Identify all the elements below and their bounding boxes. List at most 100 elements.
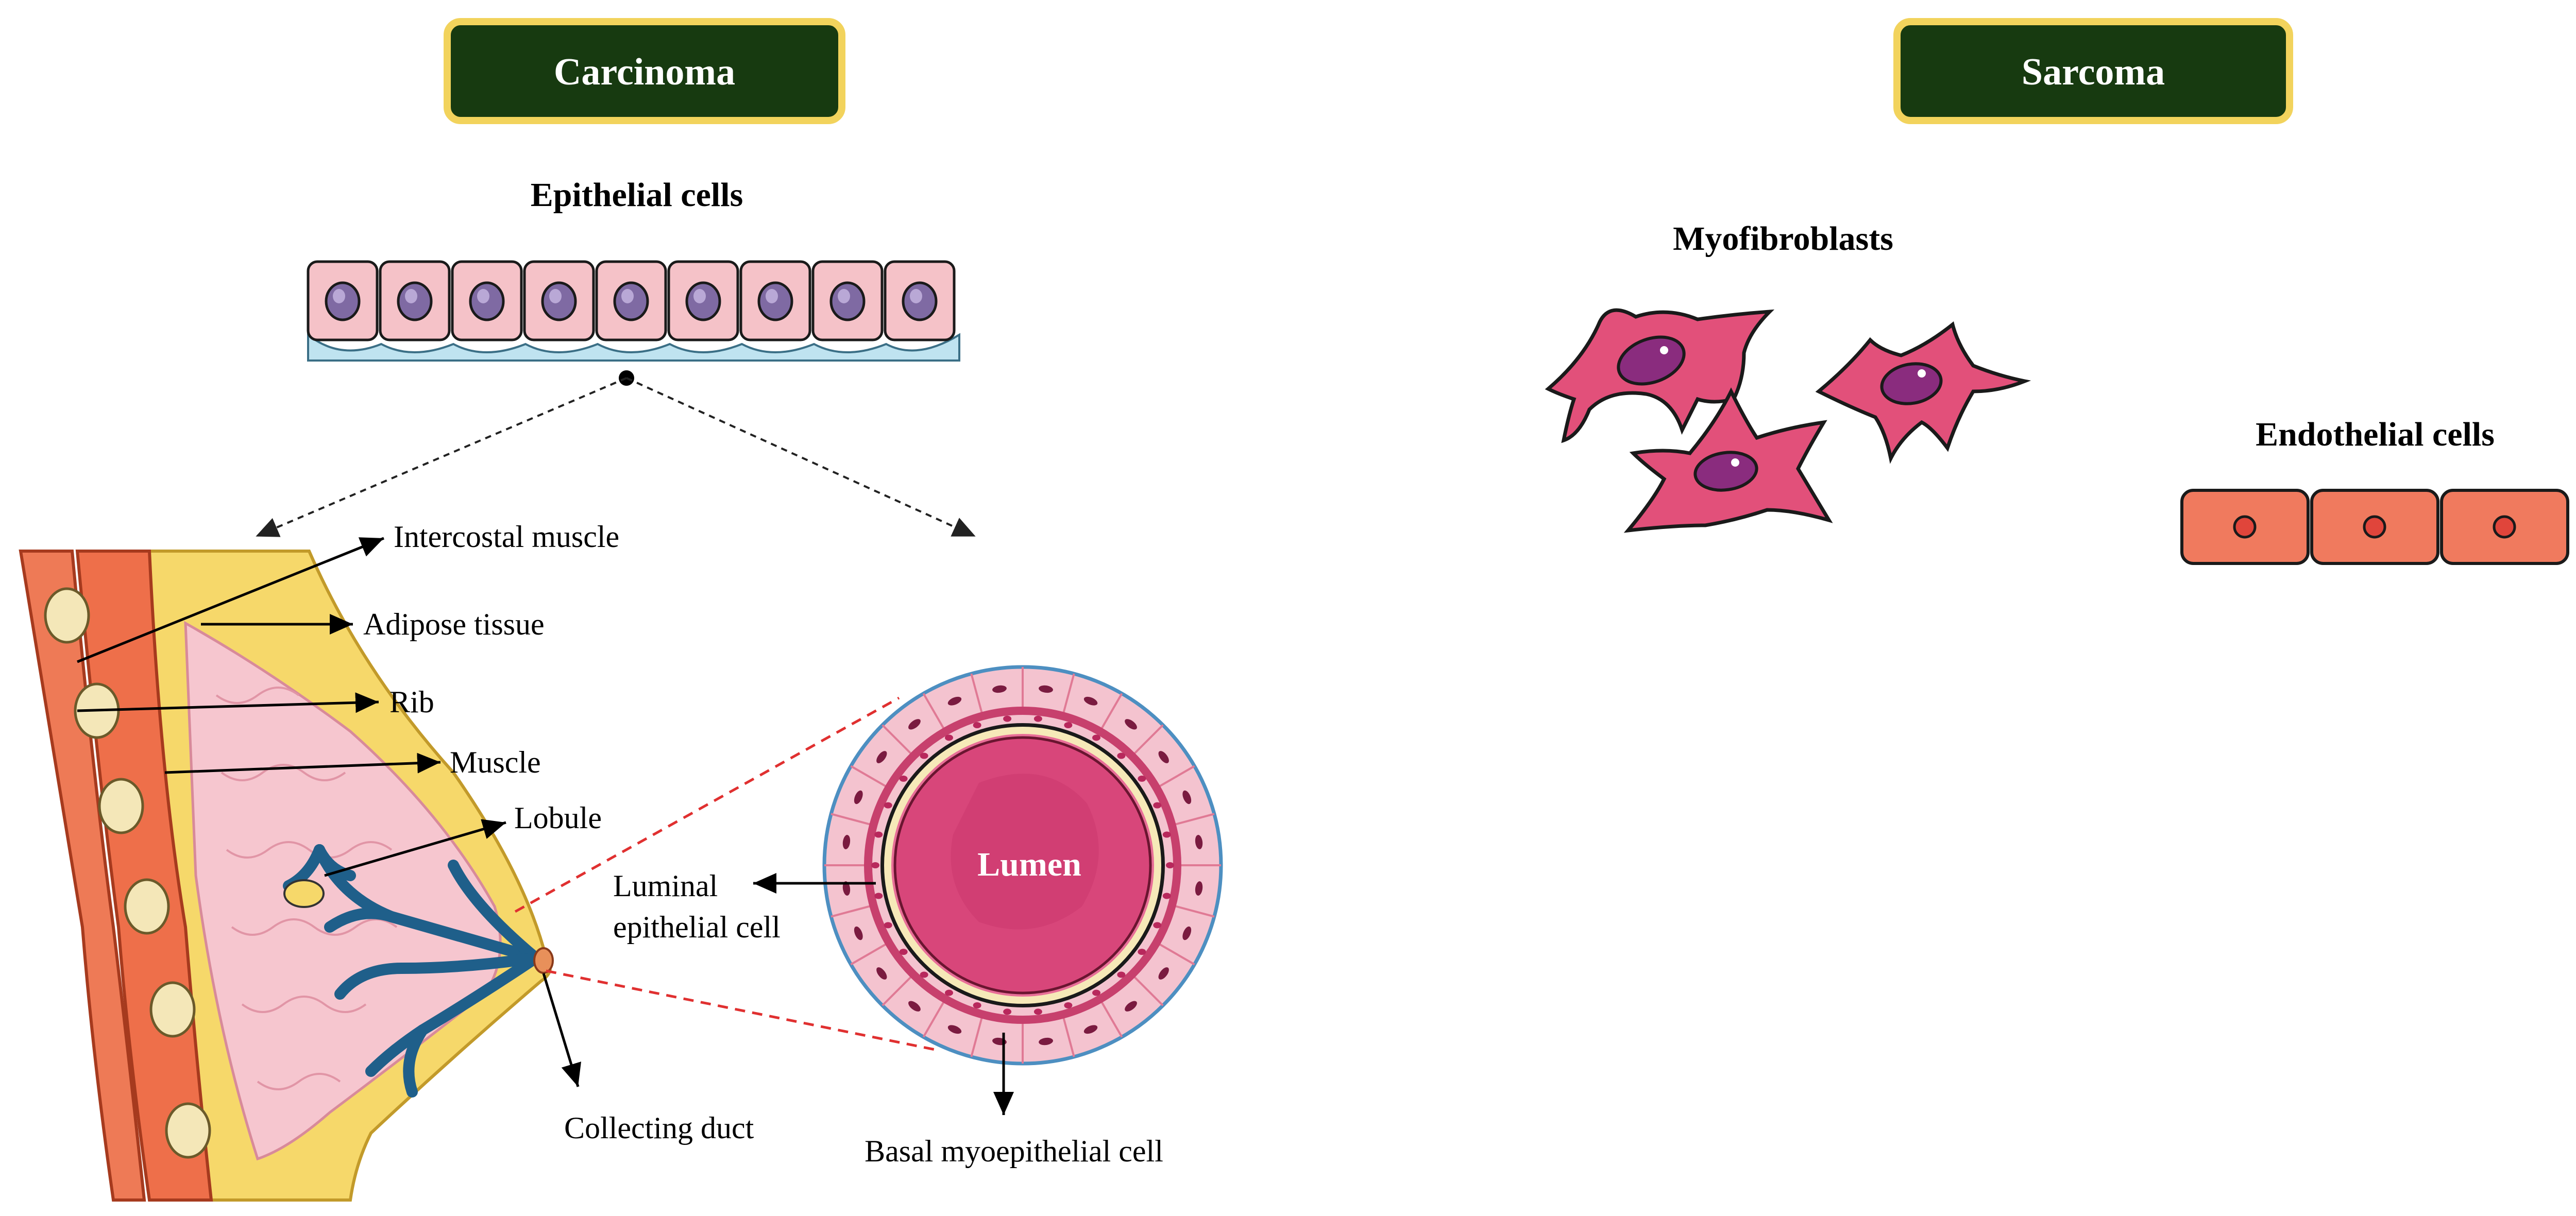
luminal-nucleus [871,862,879,868]
luminal-nucleus [874,893,883,899]
duct-nucleus [908,719,921,730]
rib [149,981,196,1038]
basement-membrane [307,332,960,362]
epithelial-cell [595,260,667,341]
duct-nucleus [1195,835,1203,849]
lobular-texture [215,687,398,1090]
carcinoma-panel: Carcinoma Epithelial cells [19,18,1223,1202]
rib [98,778,144,834]
connector-right-arrow [626,377,976,537]
duct-nucleus [908,1001,921,1012]
luminal-nucleus [884,922,892,929]
sarcoma-badge: Sarcoma [1893,18,2293,124]
duct-nucleus [1182,926,1192,940]
duct-nucleus [842,881,851,896]
duct-nucleus [1182,790,1192,804]
rib [124,878,170,935]
endothelial-nucleus [2493,515,2516,539]
luminal-nucleus [1166,862,1174,868]
duct-nucleus [854,790,863,804]
basal-layer [864,707,1181,1024]
epithelial-cell [667,260,739,341]
luminal-nucleus [973,1002,981,1009]
duct-nucleus [1125,719,1137,730]
endothelial-nucleus [2233,515,2257,539]
myofibroblast-cluster [1545,308,2031,533]
luminal-nucleus [1064,1002,1073,1009]
luminal-nucleus [1153,922,1162,929]
lumen-border [884,727,1161,1004]
myofibroblasts-title: Myofibroblasts [1673,220,1893,258]
luminal-nucleus [1153,802,1162,809]
luminal-nucleus [945,734,953,741]
duct-nucleus [854,926,863,940]
luminal-nucleus [1003,715,1012,722]
breast-labels: Intercostal muscle Adipose tissue Rib Mu… [77,520,754,1145]
epithelial-cell [884,260,956,341]
sarcoma-panel: Sarcoma Myofibroblasts Endothelial cells [1545,18,2569,565]
epithelial-cell [523,260,595,341]
luminal-nucleus [1064,722,1073,728]
duct-nucleus [1039,1037,1053,1046]
luminal-nucleus [1092,734,1100,741]
luminal-nucleus [1003,1008,1012,1015]
myofibroblast-cell [1815,321,2031,464]
duct-nucleus [842,835,851,849]
duct-nucleus [1195,881,1203,896]
label-basal-myoepithelial: Basal myoepithelial cell [865,1134,1163,1168]
luminal-nucleus [1138,775,1146,782]
duct-nucleus [876,967,887,980]
duct-cross-section: Lumen [822,665,1223,1066]
label-collecting-duct: Collecting duct [564,1111,754,1145]
lumen-shade [951,774,1099,930]
duct-nucleus [1158,967,1169,980]
endothelial-cell [2180,489,2310,565]
label-lobule: Lobule [514,801,602,835]
nipple [533,947,554,974]
duct-nucleus [1039,685,1053,693]
duct-nucleus [992,685,1007,693]
sarcoma-badge-label: Sarcoma [2022,51,2165,93]
label-luminal-line2: epithelial cell [613,910,781,944]
epithelial-cell [451,260,523,341]
label-intercostal-muscle: Intercostal muscle [394,520,619,554]
intercostal-band [19,550,146,1202]
luminal-nucleus [874,831,883,838]
label-muscle: Muscle [450,745,541,779]
duct-zoom-lines [514,696,941,1052]
rib [165,1102,211,1159]
luminal-nucleus [1117,752,1126,759]
luminal-nucleus [884,802,892,809]
luminal-nucleus [920,971,928,978]
endothelial-cell [2310,489,2439,565]
duct-nucleus [947,1025,962,1034]
duct-nucleus [1083,1025,1098,1034]
luminal-nucleus [1162,893,1171,899]
endothelial-nucleus [2363,515,2386,539]
ribs [44,587,211,1159]
duct-nucleus [1125,1001,1137,1012]
label-lumen: Lumen [977,846,1081,883]
luminal-nucleus [920,752,928,759]
epithelial-cell [307,260,379,341]
duct-nucleus [1083,696,1098,706]
label-adipose-tissue: Adipose tissue [363,607,545,641]
luminal-nucleus [1033,715,1042,722]
duct-nucleus [876,751,887,763]
luminal-nucleus [1092,989,1100,996]
epithelial-cells-title: Epithelial cells [531,176,743,214]
epithelial-cell-row [307,260,960,362]
endothelial-cell [2440,489,2569,565]
endothelial-cell-row [2180,489,2569,565]
myofibroblast-cell [1545,308,1775,443]
epithelial-cell [811,260,884,341]
breast-illustration [19,550,554,1202]
carcinoma-badge: Carcinoma [444,18,845,124]
luminal-nucleus [899,949,908,955]
duct-nucleus [947,696,962,706]
duct-nucleus [1158,751,1169,763]
label-rib: Rib [389,685,434,719]
connector-left-arrow [256,377,627,537]
luminal-nucleus [1117,971,1126,978]
